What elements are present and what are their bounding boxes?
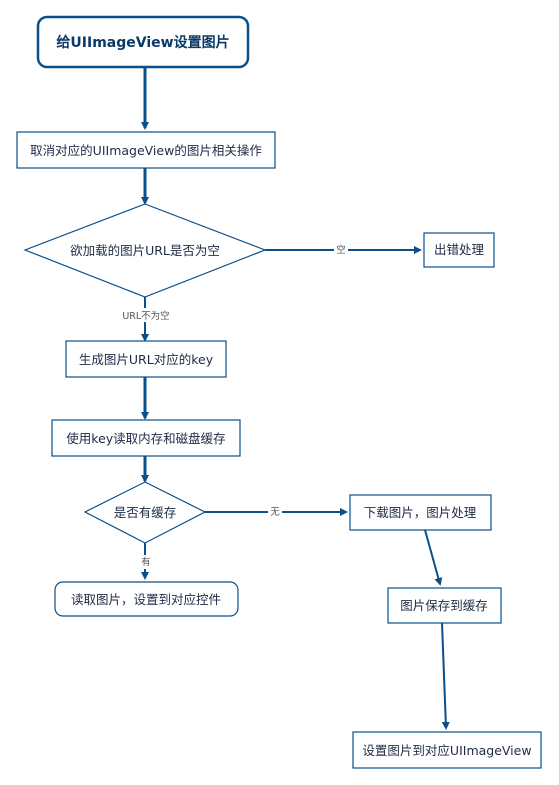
node-read-cache-box <box>51 419 241 457</box>
node-start-box <box>36 15 250 69</box>
node-read-image-box <box>54 581 239 617</box>
edge-save-to-set <box>441 622 450 730</box>
node-texts: 给UIImageView设置图片 取消对应的UIImageView的图片相关操作… <box>30 34 531 758</box>
node-gen-key-box <box>65 340 227 378</box>
edge-label-no-cache: 无 <box>270 507 280 518</box>
edge-label-url-empty: 空 <box>336 244 346 256</box>
node-check-url-diamond <box>23 203 267 298</box>
node-read-image-label: 读取图片，设置到对应控件 <box>71 592 221 607</box>
edge-label-has-cache: 有 <box>141 556 151 568</box>
edge-label-url-not-empty: URL不为空 <box>122 310 169 322</box>
node-has-cache-diamond <box>83 481 207 544</box>
node-start-label: 给UIImageView设置图片 <box>56 34 229 51</box>
node-save-cache-label: 图片保存到缓存 <box>400 598 488 613</box>
node-has-cache-label: 是否有缓存 <box>114 505 177 520</box>
nodes <box>16 15 542 769</box>
node-download-box <box>349 494 492 531</box>
node-set-image-box <box>352 731 542 769</box>
node-save-cache-box <box>387 587 502 624</box>
node-gen-key-label: 生成图片URL对应的key <box>79 352 214 367</box>
node-check-url-label: 欲加载的图片URL是否为空 <box>70 243 220 258</box>
node-error-box <box>423 232 495 268</box>
edge-labels: 空 URL不为空 无 有 <box>118 243 348 569</box>
node-cancel-label: 取消对应的UIImageView的图片相关操作 <box>30 143 262 158</box>
node-cancel-box <box>16 131 276 169</box>
node-read-cache-label: 使用key读取内存和磁盘缓存 <box>66 431 225 446</box>
node-download-label: 下载图片，图片处理 <box>364 505 477 520</box>
node-error-label: 出错处理 <box>434 242 485 257</box>
edge-download-to-save <box>424 529 443 586</box>
node-set-image-label: 设置图片到对应UIImageView <box>362 743 531 758</box>
